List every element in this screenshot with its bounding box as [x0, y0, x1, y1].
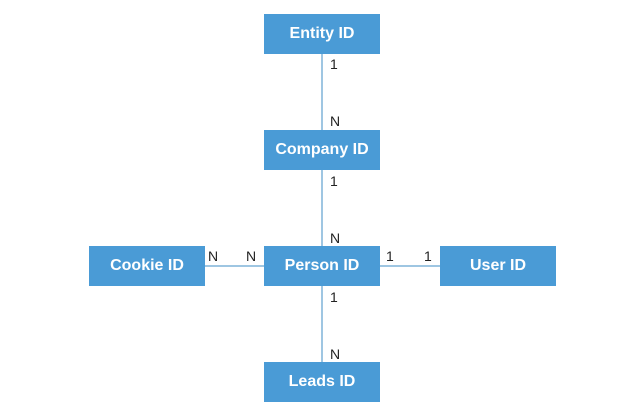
- user-id-label: User ID: [469, 257, 527, 274]
- company-id-box: Company ID: [264, 130, 380, 170]
- cardinality-person-to-leads: 1: [330, 289, 338, 305]
- cardinality-entity-side: 1: [330, 56, 338, 72]
- cardinality-leads-side: N: [330, 346, 341, 362]
- cookie-id-box: Cookie ID: [89, 246, 205, 286]
- leads-id-label: Leads ID: [288, 373, 356, 390]
- cardinality-company-side: 1: [330, 173, 338, 189]
- person-id-label: Person ID: [284, 257, 360, 274]
- cookie-id-label: Cookie ID: [110, 257, 184, 274]
- leads-id-box: Leads ID: [264, 362, 380, 402]
- entity-id-label: Entity ID: [289, 25, 355, 42]
- entity-id-box: Entity ID: [264, 14, 380, 54]
- cardinality-user-side: 1: [424, 248, 432, 264]
- company-id-label: Company ID: [275, 141, 369, 158]
- cardinality-cookie-side: N: [208, 248, 219, 264]
- person-id-box: Person ID: [264, 246, 380, 286]
- cardinality-company-from-entity: N: [330, 113, 341, 129]
- cardinality-person-to-user: 1: [386, 248, 394, 264]
- cardinality-person-from-company: N: [330, 230, 341, 246]
- user-id-box: User ID: [440, 246, 556, 286]
- cardinality-person-from-cookie: N: [246, 248, 257, 264]
